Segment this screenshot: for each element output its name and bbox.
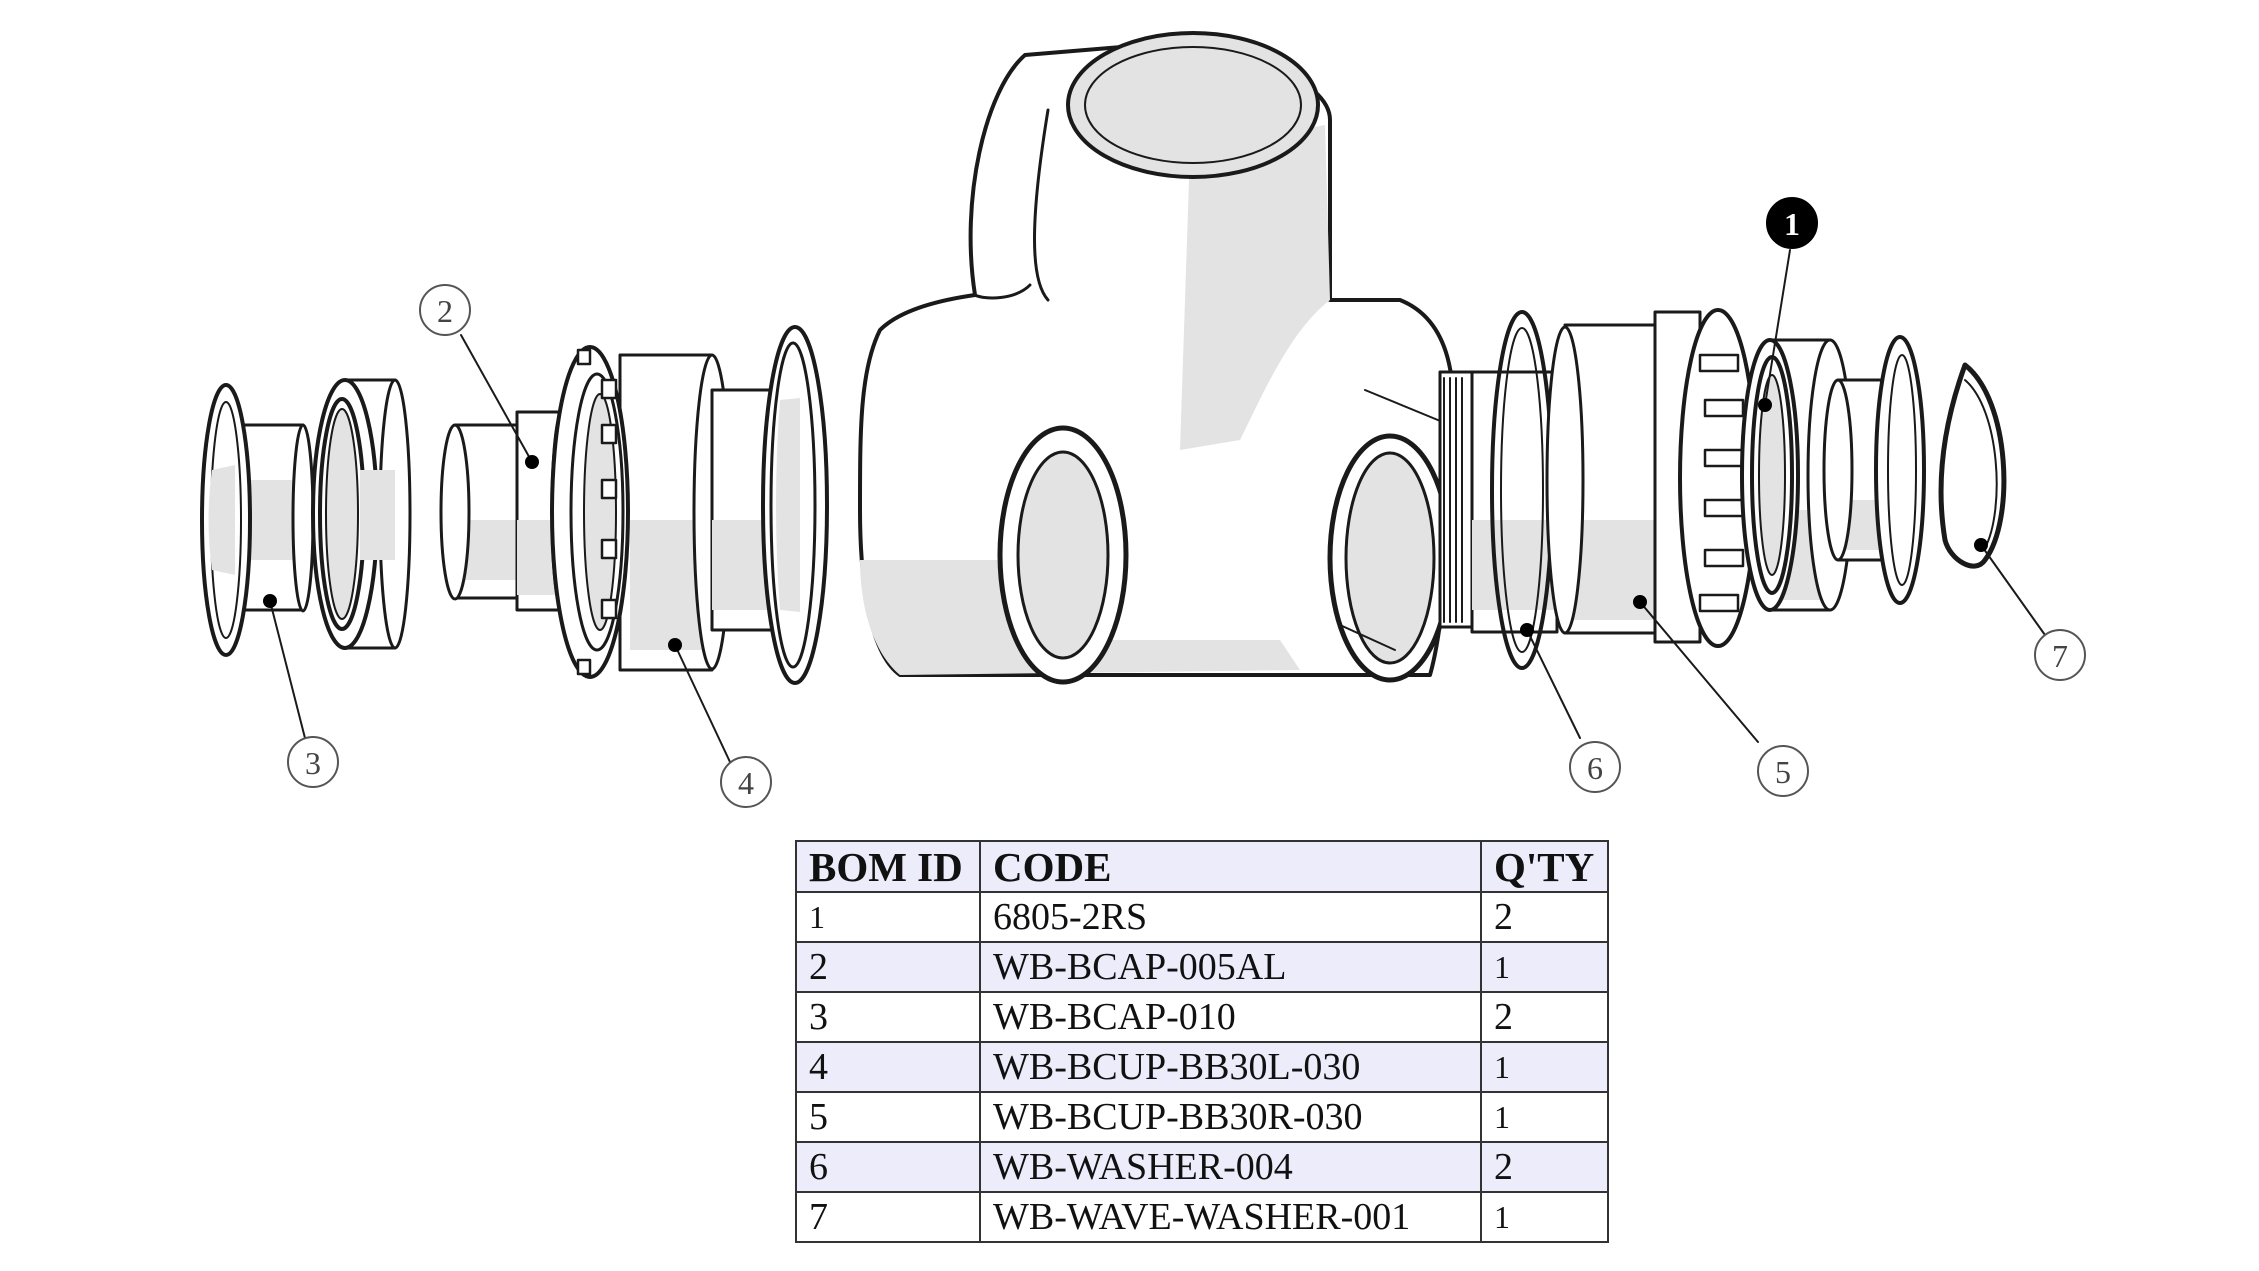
table-row: 6 WB-WASHER-004 2: [795, 1141, 1609, 1193]
part-3-bearing-cap-right: [1822, 335, 1926, 605]
code-cell: 6805-2RS: [979, 891, 1482, 943]
bom-header-row: BOM ID CODE Q'TY: [795, 840, 1609, 893]
qty-cell: 1: [1480, 1191, 1609, 1243]
code-cell: WB-BCUP-BB30L-030: [979, 1041, 1482, 1093]
code-cell: WB-BCUP-BB30R-030: [979, 1091, 1482, 1143]
part-3-bearing-cap-left: [200, 383, 315, 657]
qty-cell: 2: [1480, 991, 1609, 1043]
part-4-bearing-cup-left: [550, 345, 732, 679]
bom-id-cell: 7: [795, 1191, 981, 1243]
qty-cell: 1: [1480, 1091, 1609, 1143]
bom-id-cell: 2: [795, 941, 981, 993]
code-cell: WB-WASHER-004: [979, 1141, 1482, 1193]
qty-cell: 2: [1480, 891, 1609, 943]
header-code: CODE: [979, 840, 1482, 893]
svg-text:7: 7: [2052, 638, 2068, 674]
table-row: 2 WB-BCAP-005AL 1: [795, 941, 1609, 993]
qty-cell: 1: [1480, 1041, 1609, 1093]
part-6-washer-left: [761, 325, 829, 685]
bom-id-cell: 1: [795, 891, 981, 943]
table-row: 7 WB-WAVE-WASHER-001 1: [795, 1191, 1609, 1243]
svg-text:1: 1: [1784, 206, 1800, 242]
svg-text:4: 4: [738, 765, 754, 801]
header-qty: Q'TY: [1480, 840, 1609, 893]
callout-7: 7: [2034, 629, 2086, 681]
table-row: 5 WB-BCUP-BB30R-030 1: [795, 1091, 1609, 1143]
callout-1: 1: [1766, 197, 1818, 249]
callout-5: 5: [1757, 745, 1809, 797]
bearing-ring-left: [311, 378, 412, 650]
bom-id-cell: 5: [795, 1091, 981, 1143]
bom-id-cell: 3: [795, 991, 981, 1043]
bottom-bracket-shell: [858, 31, 1456, 685]
qty-cell: 1: [1480, 941, 1609, 993]
callout-3: 3: [287, 736, 339, 788]
svg-text:6: 6: [1587, 750, 1603, 786]
svg-text:5: 5: [1775, 754, 1791, 790]
bom-table: BOM ID CODE Q'TY 1 6805-2RS 2 2 WB-BCAP-…: [795, 840, 1609, 1243]
svg-text:3: 3: [305, 745, 321, 781]
leader-lines: [269, 249, 2046, 763]
header-bom-id: BOM ID: [795, 840, 981, 893]
bom-id-cell: 4: [795, 1041, 981, 1093]
code-cell: WB-BCAP-005AL: [979, 941, 1482, 993]
part-5-bearing-cup-right: [1545, 308, 1758, 648]
leader-dots: [263, 398, 1988, 652]
bom-table-container: BOM ID CODE Q'TY 1 6805-2RS 2 2 WB-BCAP-…: [795, 840, 1609, 1243]
code-cell: WB-WAVE-WASHER-001: [979, 1191, 1482, 1243]
callout-2: 2: [419, 284, 471, 336]
code-cell: WB-BCAP-010: [979, 991, 1482, 1043]
table-row: 1 6805-2RS 2: [795, 891, 1609, 943]
callout-6: 6: [1569, 741, 1621, 793]
callout-4: 4: [720, 756, 772, 808]
table-row: 4 WB-BCUP-BB30L-030 1: [795, 1041, 1609, 1093]
qty-cell: 2: [1480, 1141, 1609, 1193]
part-7-wave-washer: [1938, 362, 2007, 569]
bom-id-cell: 6: [795, 1141, 981, 1193]
svg-text:2: 2: [437, 293, 453, 329]
table-row: 3 WB-BCAP-010 2: [795, 991, 1609, 1043]
